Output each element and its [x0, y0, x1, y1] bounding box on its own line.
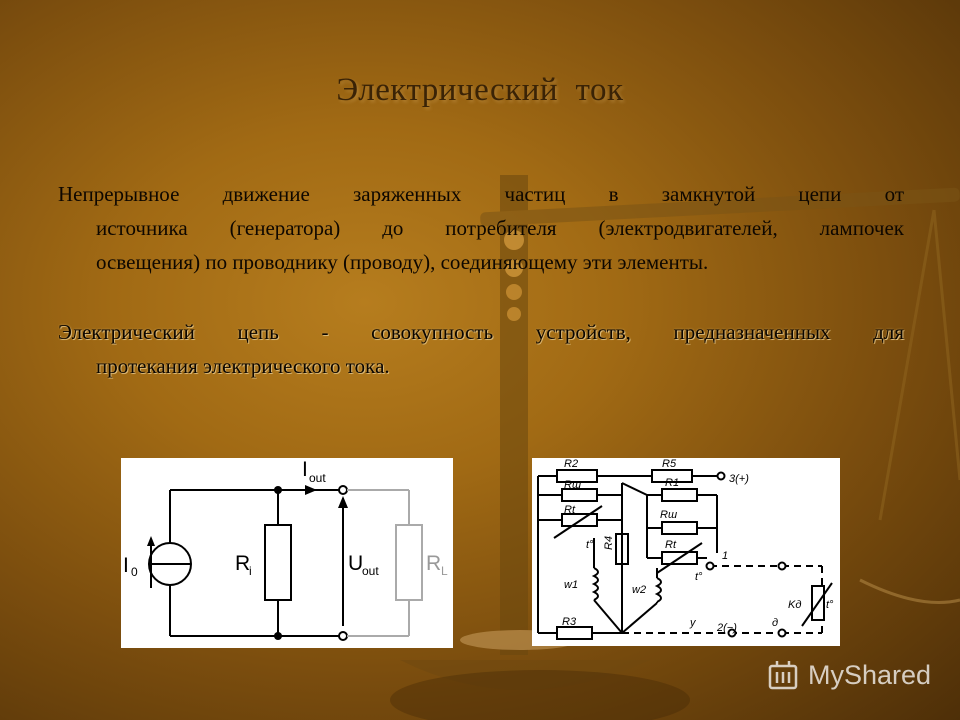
kd-label: Kд [788, 599, 801, 611]
circuit-definition-paragraph: Электрический цепь - совокупность устрой… [58, 315, 904, 383]
t-right-label: t° [695, 571, 703, 583]
d-label: д [772, 617, 778, 629]
rt-left-label: Rt [564, 504, 576, 516]
iout-subscript: out [309, 471, 326, 485]
rt-right-label: Rt [665, 539, 677, 551]
rsh-right-label: Rш [660, 509, 677, 521]
myshared-logo-icon [768, 661, 798, 690]
r1-label: R1 [665, 477, 679, 489]
iout-label: I [302, 458, 308, 481]
r3-label: R3 [562, 616, 577, 628]
rl-subscript: L [441, 564, 448, 578]
watermark-text: MyShared [808, 659, 932, 690]
r4-label: R4 [603, 536, 615, 550]
uout-label: U [348, 552, 363, 575]
myshared-watermark: MyShared [766, 654, 946, 696]
t-left-label: t° [586, 539, 594, 551]
definition-paragraph: Непрерывное движение заряженных частиц в… [58, 177, 904, 279]
slide-title: Электрический ток [336, 72, 624, 108]
ri-label: R [235, 552, 250, 575]
paragraph-line: Непрерывное движение заряженных частиц в… [58, 182, 904, 206]
source-label: I [123, 554, 129, 577]
w2-label: w2 [632, 584, 646, 596]
u-label: у [689, 617, 697, 629]
paragraph-line: освещения) по проводнику (проводу), соед… [96, 250, 709, 274]
current-source-circuit-svg: I 0 R i I out U out R L [123, 458, 448, 641]
term1-label: 1 [722, 550, 728, 562]
sensor-circuit-diagram: R2 R5 3(+) Rш R1 Rt Rш t° R4 Rt 1 t° w1 … [532, 458, 840, 646]
rl-label: R [426, 552, 441, 575]
ri-subscript: i [249, 564, 252, 578]
rsh-left-label: Rш [564, 479, 581, 491]
term2-label: 2(−) [716, 622, 737, 634]
paragraph-line: протекания электрического тока. [96, 354, 390, 378]
r2-label: R2 [564, 458, 578, 470]
sensor-circuit-svg: R2 R5 3(+) Rш R1 Rt Rш t° R4 Rt 1 t° w1 … [537, 458, 834, 640]
current-source-circuit-diagram: I 0 R i I out U out R L [121, 458, 453, 648]
uout-subscript: out [362, 564, 379, 578]
w1-label: w1 [564, 579, 578, 591]
term3-label: 3(+) [729, 473, 749, 485]
t-kd-label: t° [826, 599, 834, 611]
paragraph-line: Электрический цепь - совокупность устрой… [58, 320, 904, 344]
paragraph-line: источника (генератора) до потребителя (э… [96, 216, 904, 240]
source-subscript: 0 [131, 565, 138, 579]
r5-label: R5 [662, 458, 677, 470]
